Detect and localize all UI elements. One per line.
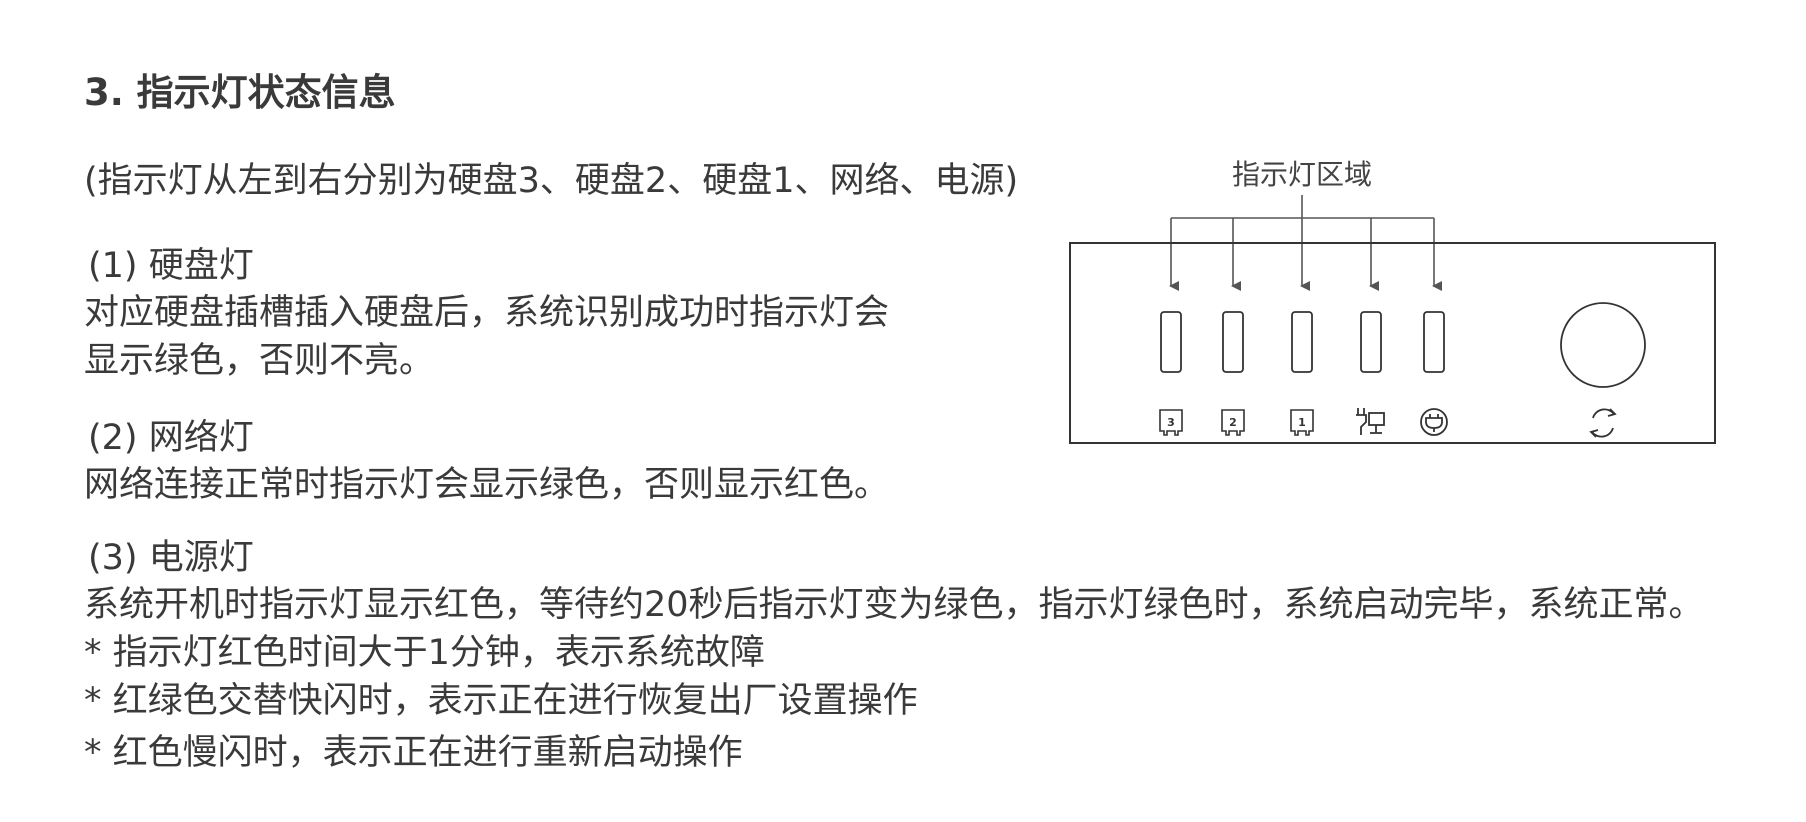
hdd-2-indicator-led — [1222, 311, 1244, 373]
hdd-1-icon: 1 — [1290, 409, 1314, 436]
power-icon — [1420, 408, 1448, 436]
svg-text:2: 2 — [1229, 416, 1237, 429]
reset-button — [1560, 302, 1646, 388]
power-light-desc: 系统开机时指示灯显示红色，等待约20秒后指示灯变为绿色，指示灯绿色时，系统启动完… — [84, 585, 1704, 625]
power-indicator-led — [1423, 311, 1445, 373]
svg-text:3: 3 — [1167, 416, 1175, 429]
power-light-note-reboot: * 红色慢闪时，表示正在进行重新启动操作 — [84, 733, 743, 773]
hdd-2-icon: 2 — [1221, 409, 1245, 436]
hdd-1-indicator-led — [1291, 311, 1313, 373]
power-light-title: (3) 电源灯 — [88, 538, 254, 578]
hdd-3-indicator-led — [1160, 311, 1182, 373]
power-light-note-fault: * 指示灯红色时间大于1分钟，表示系统故障 — [84, 633, 765, 673]
indicator-callout-bracket — [1169, 195, 1442, 291]
reset-icon — [1589, 408, 1617, 438]
device-front-panel — [1069, 242, 1716, 444]
network-light-desc: 网络连接正常时指示灯会显示绿色，否则显示红色。 — [84, 465, 890, 505]
hdd-3-icon: 3 — [1159, 409, 1183, 436]
hdd-light-desc-line2: 显示绿色，否则不亮。 — [84, 341, 435, 381]
hdd-light-title: (1) 硬盘灯 — [88, 246, 254, 286]
network-light-title: (2) 网络灯 — [88, 418, 254, 458]
indicator-order-intro: (指示灯从左到右分别为硬盘3、硬盘2、硬盘1、网络、电源) — [84, 161, 1019, 201]
network-indicator-led — [1360, 311, 1382, 373]
indicator-area-label: 指示灯区域 — [1232, 158, 1372, 191]
hdd-light-desc-line1: 对应硬盘插槽插入硬盘后，系统识别成功时指示灯会 — [84, 293, 890, 333]
power-light-note-reset: * 红绿色交替快闪时，表示正在进行恢复出厂设置操作 — [84, 681, 918, 721]
indicator-panel-diagram: 指示灯区域 3 2 1 — [1069, 158, 1716, 444]
svg-text:1: 1 — [1298, 416, 1306, 429]
section-heading: 3. 指示灯状态信息 — [84, 71, 396, 114]
network-icon — [1356, 408, 1385, 435]
